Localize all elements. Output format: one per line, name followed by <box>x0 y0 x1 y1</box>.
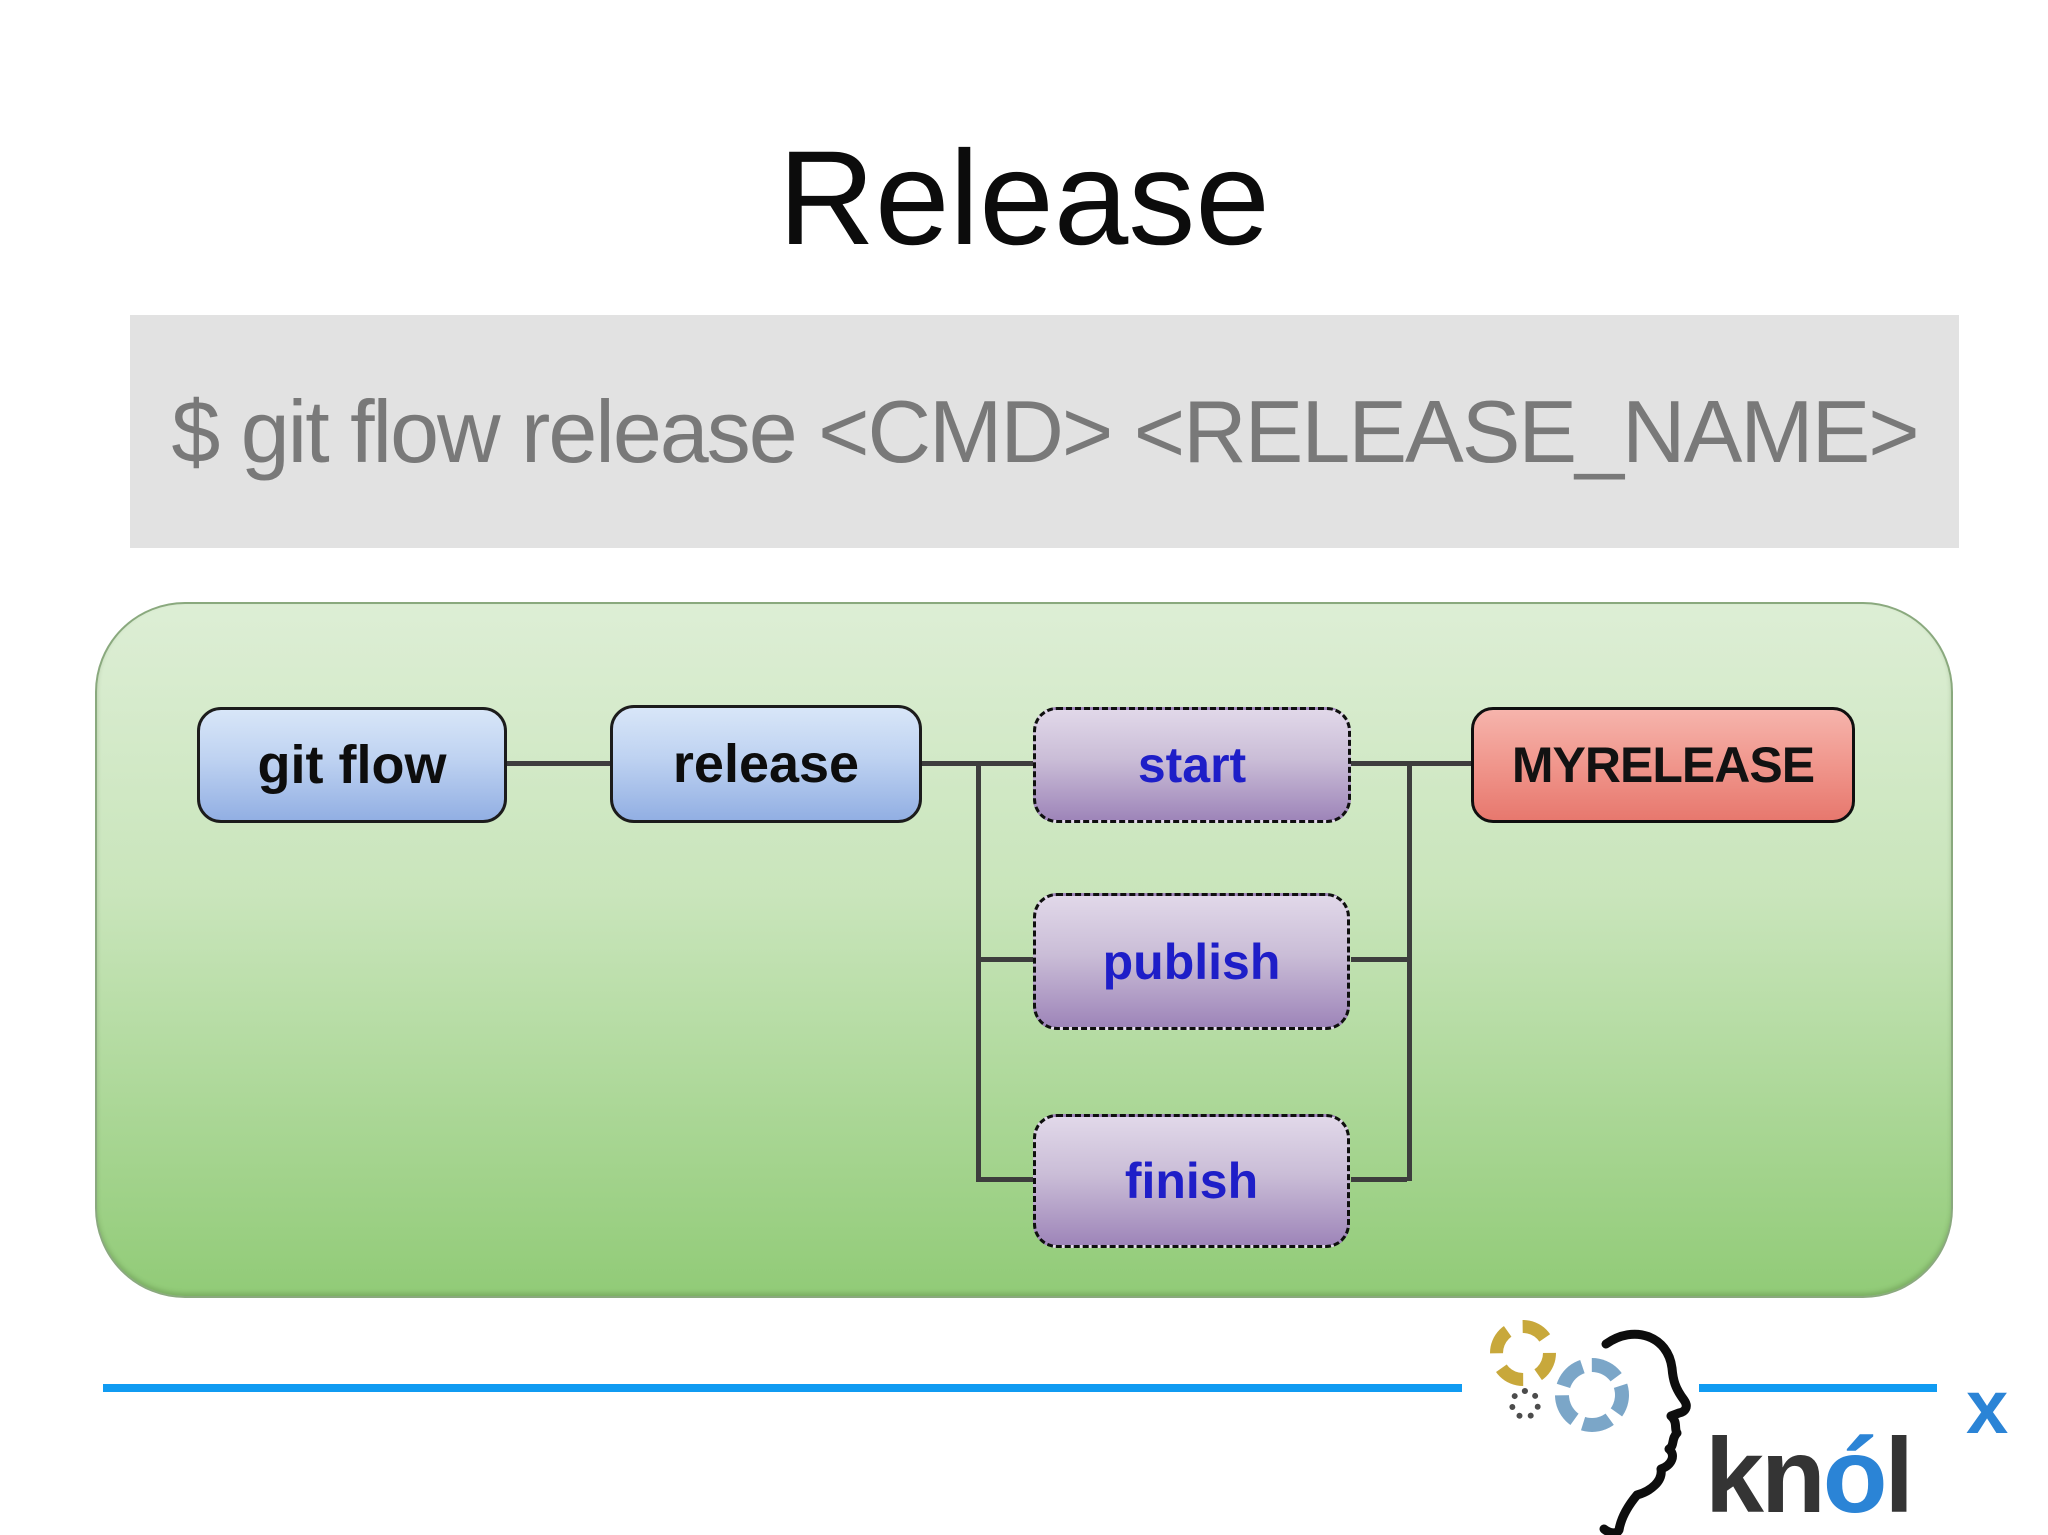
connector-right-vertical <box>1407 761 1412 1181</box>
node-git-flow-label: git flow <box>257 735 447 795</box>
connector-finish-right <box>1351 1177 1407 1182</box>
node-start-label: start <box>1137 737 1247 793</box>
divider-line-right <box>1699 1384 1937 1392</box>
head-profile-icon <box>1599 1329 1691 1535</box>
node-start: start <box>1033 707 1351 823</box>
connector-left-vertical <box>976 761 981 1181</box>
brand-logo-text: knól <box>1705 1416 1914 1535</box>
node-git-flow: git flow <box>197 707 507 823</box>
node-publish-label: publish <box>1102 933 1281 990</box>
node-myrelease: MYRELEASE <box>1471 707 1855 823</box>
gear-icon <box>1490 1320 1556 1386</box>
brand-accent-letter: ó <box>1822 1417 1888 1535</box>
node-finish-label: finish <box>1124 1153 1259 1209</box>
brand-suffix: l <box>1884 1417 1914 1535</box>
node-release-label: release <box>672 734 860 794</box>
command-box: $ git flow release <CMD> <RELEASE_NAME> <box>130 315 1959 548</box>
connector-publish-left <box>976 957 1033 962</box>
brand-prefix: kn <box>1705 1417 1826 1535</box>
command-text: $ git flow release <CMD> <RELEASE_NAME> <box>171 381 1919 481</box>
connector-gitflow-release <box>507 761 610 766</box>
page-title: Release <box>778 124 1270 273</box>
node-release: release <box>610 705 922 823</box>
node-finish: finish <box>1033 1114 1350 1248</box>
node-publish: publish <box>1033 893 1350 1030</box>
divider-line-left <box>103 1384 1462 1392</box>
connector-finish-left <box>976 1177 1033 1182</box>
connector-publish-right <box>1351 957 1407 962</box>
node-myrelease-label: MYRELEASE <box>1511 737 1815 793</box>
gear-icon <box>1509 1388 1541 1420</box>
brand-superscript: x <box>1966 1365 2009 1450</box>
